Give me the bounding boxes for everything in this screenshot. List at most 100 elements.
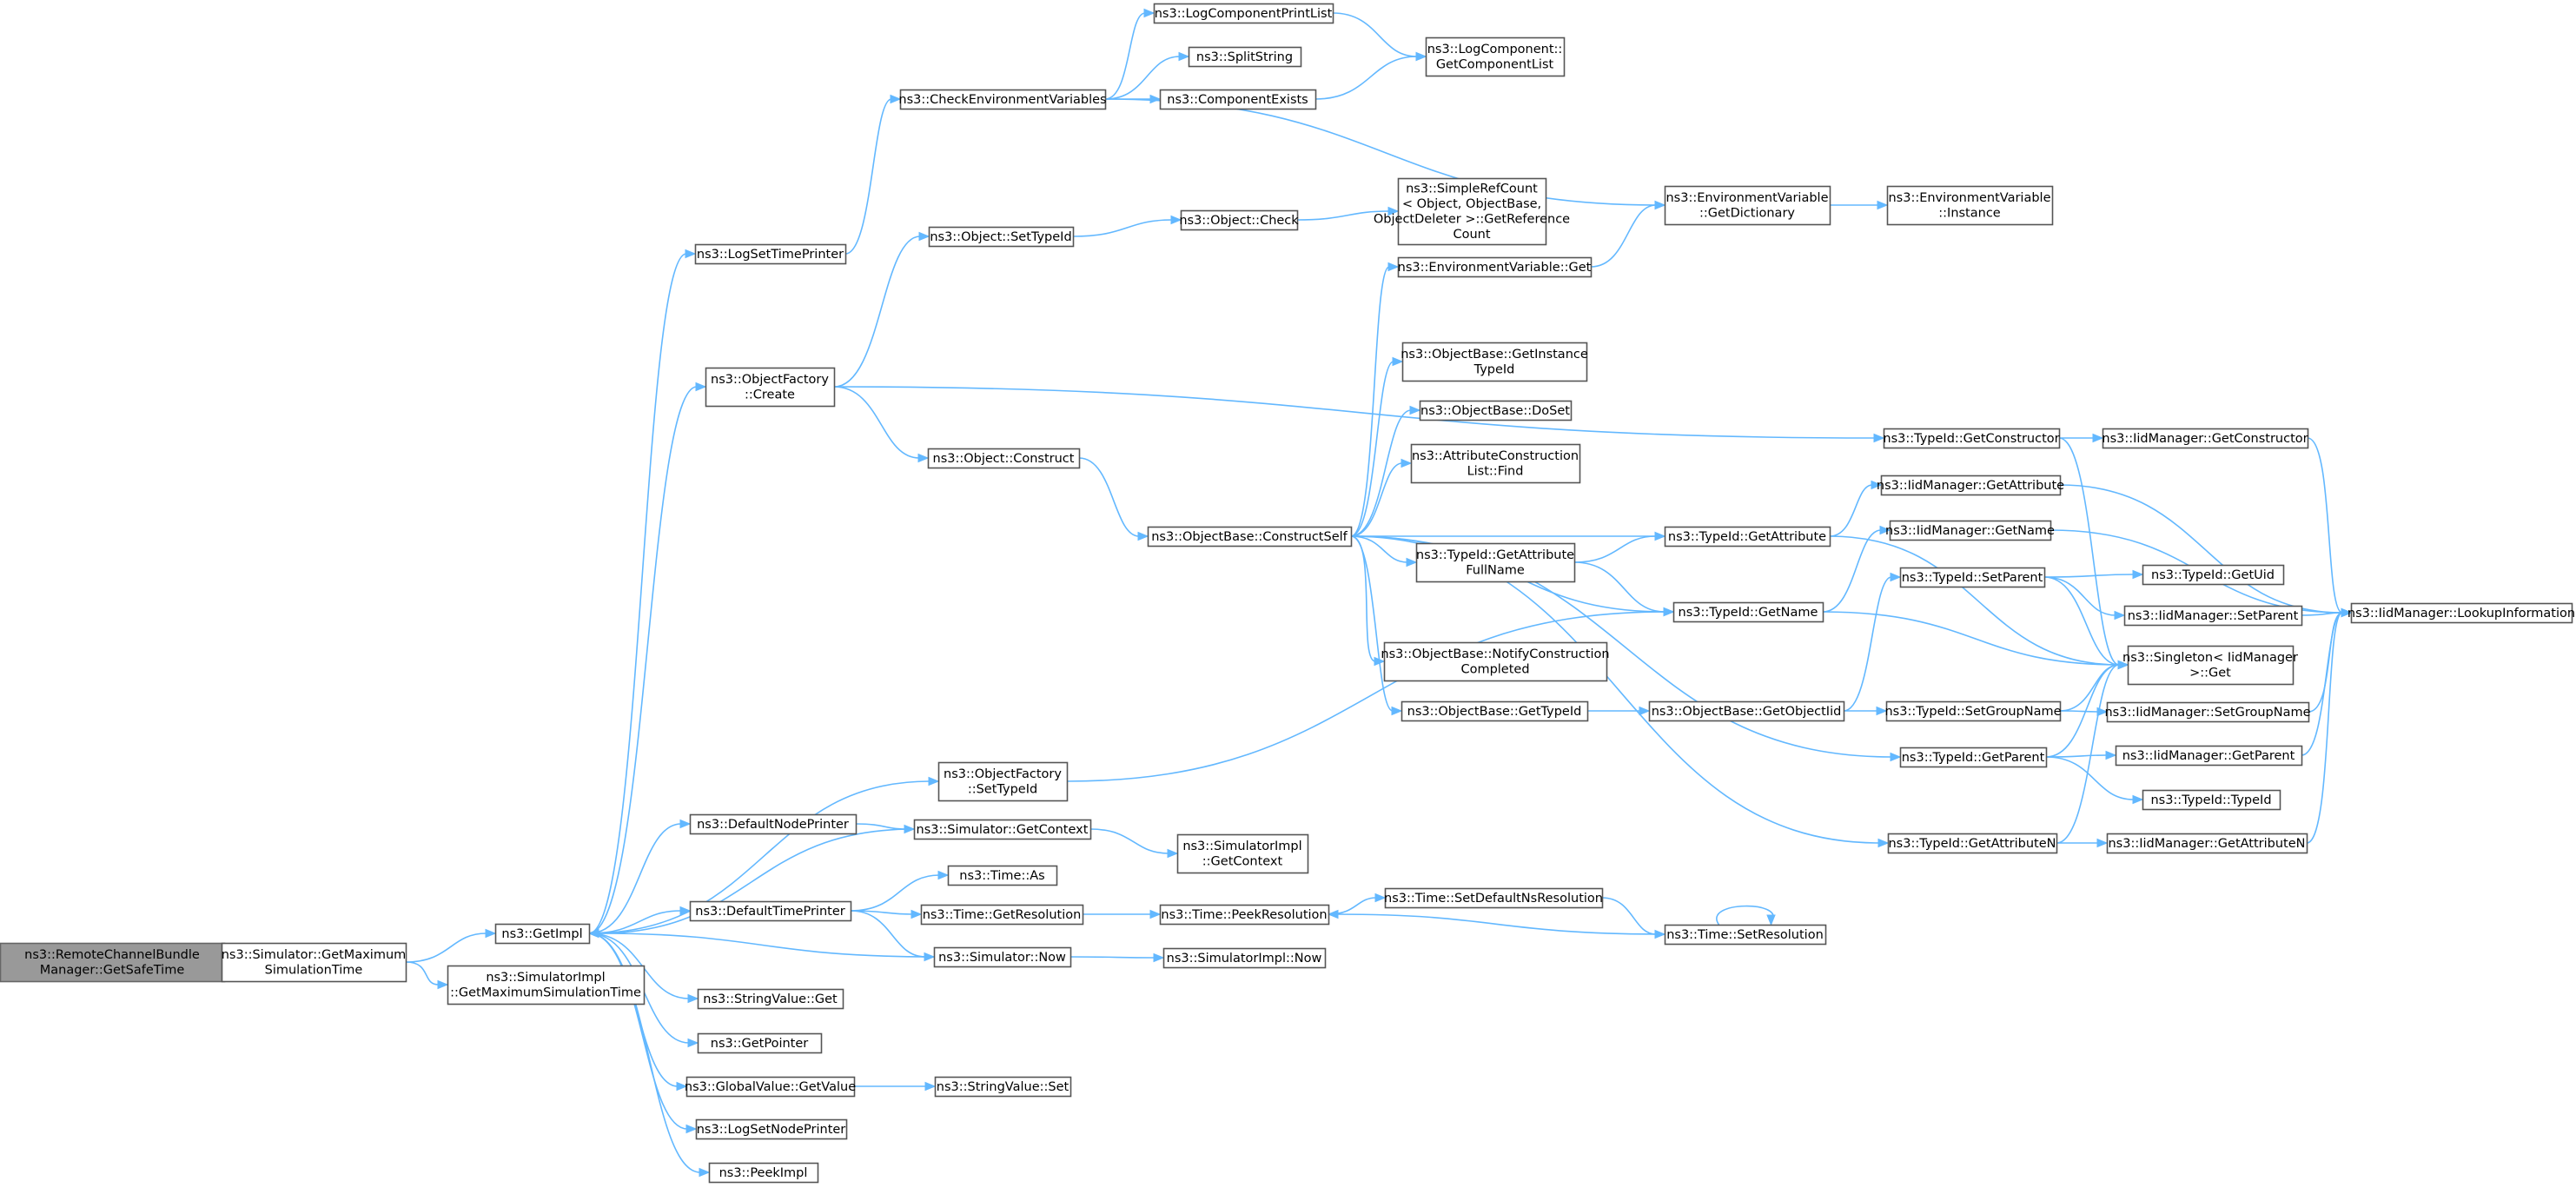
edge-arrowhead <box>917 453 930 463</box>
edge-line <box>1072 219 1173 237</box>
function-node-objBaseDoSet[interactable]: ns3::ObjectBase::DoSet <box>1419 400 1573 421</box>
node-box <box>947 865 1058 886</box>
function-node-objCheck[interactable]: ns3::Object::Check <box>1179 209 1299 231</box>
function-node-iidGetAttributeN[interactable]: ns3::IidManager::GetAttributeN <box>2106 833 2308 854</box>
node-box <box>2123 605 2303 627</box>
function-node-timeGetResolution[interactable]: ns3::Time::GetResolution <box>920 904 1084 926</box>
function-node-typeIdSetGroupName[interactable]: ns3::TypeId::SetGroupName <box>1884 700 2062 722</box>
function-node-objBaseConstructSelf[interactable]: ns3::ObjectBase::ConstructSelf <box>1147 526 1353 548</box>
function-node-componentExists[interactable]: ns3::ComponentExists <box>1159 89 1317 110</box>
edge-typeIdGetConstructor-to-singletonGet <box>2058 437 2129 670</box>
function-node-timeSetResolution[interactable]: ns3::Time::SetResolution <box>1664 924 1827 946</box>
function-node-iidLookupInformation[interactable]: ns3::IidManager::LookupInformation <box>2348 602 2575 624</box>
function-node-iidGetAttribute[interactable]: ns3::IidManager::GetAttribute <box>1877 475 2064 496</box>
function-node-typeIdGetParent[interactable]: ns3::TypeId::GetParent <box>1899 747 2048 768</box>
function-node-logCompGetList[interactable]: ns3::LogComponent::GetComponentList <box>1425 37 1566 77</box>
node-label: ns3::TypeId::GetAttribute <box>1668 530 1826 544</box>
node-box <box>1664 526 1831 548</box>
node-label: ns3::IidManager::GetName <box>1885 524 2055 538</box>
function-node-envVarGet[interactable]: ns3::EnvironmentVariable::Get <box>1398 256 1593 278</box>
function-node-timeAs[interactable]: ns3::Time::As <box>947 865 1058 886</box>
edge-arrowhead <box>1415 51 1427 62</box>
edge-arrowhead <box>437 979 449 990</box>
edge-iidGetAttributeN-to-iidLookupInformation <box>2306 607 2353 844</box>
function-node-simImplNow[interactable]: ns3::SimulatorImpl::Now <box>1162 947 1327 969</box>
edge-line <box>1104 12 1146 100</box>
edge-logSetTimePrinter-to-checkEnv <box>844 94 902 255</box>
edge-arrowhead <box>911 909 923 919</box>
node-label: Manager::GetSafeTime <box>40 964 185 978</box>
edge-arrowhead <box>1871 480 1883 490</box>
function-node-defaultNodePrinter[interactable]: ns3::DefaultNodePrinter <box>689 813 858 835</box>
edge-line <box>588 932 679 1087</box>
function-node-globalValueGetValue[interactable]: ns3::GlobalValue::GetValue <box>685 1076 856 1098</box>
node-box <box>2115 745 2303 767</box>
edge-arrowhead <box>2114 610 2126 621</box>
function-node-simpleRefCount[interactable]: ns3::SimpleRefCount< Object, ObjectBase,… <box>1374 177 1570 246</box>
node-box <box>1664 924 1827 946</box>
function-node-typeIdGetAttributeN[interactable]: ns3::TypeId::GetAttributeN <box>1887 833 2058 854</box>
function-node-objConstruct[interactable]: ns3::Object::Construct <box>927 448 1081 469</box>
edge-objBaseConstructSelf-to-envVarGet <box>1350 262 1400 537</box>
function-node-typeIdGetUid[interactable]: ns3::TypeId::GetUid <box>2142 564 2285 586</box>
function-node-objBaseGetObjectIid[interactable]: ns3::ObjectBase::GetObjectIid <box>1648 700 1845 722</box>
function-node-iidGetConstructor[interactable]: ns3::IidManager::GetConstructor <box>2102 428 2309 449</box>
function-node-typeIdGetConstructor[interactable]: ns3::TypeId::GetConstructor <box>1883 428 2061 449</box>
function-node-typeIdGetName[interactable]: ns3::TypeId::GetName <box>1672 601 1824 623</box>
function-node-iidSetParent[interactable]: ns3::IidManager::SetParent <box>2123 605 2303 627</box>
node-label: ns3::TypeId::TypeId <box>2150 793 2271 807</box>
function-node-iidSetGroupName[interactable]: ns3::IidManager::SetGroupName <box>2104 701 2311 723</box>
edge-line <box>2308 612 2343 713</box>
edge-typeIdSetParent-to-iidSetParent <box>2043 576 2126 621</box>
node-box <box>2106 833 2308 854</box>
function-node-timeSetDefaultNsResolution[interactable]: ns3::Time::SetDefaultNsResolution <box>1384 887 1604 909</box>
function-node-simImplGetMax[interactable]: ns3::SimulatorImpl::GetMaximumSimulation… <box>447 965 646 1005</box>
node-label: ObjectDeleter >::GetReference <box>1374 213 1570 227</box>
edge-arrowhead <box>1387 206 1400 216</box>
function-node-typeIdGetAttribute[interactable]: ns3::TypeId::GetAttribute <box>1664 526 1831 548</box>
function-node-simGetContext[interactable]: ns3::Simulator::GetContext <box>913 819 1092 840</box>
function-node-typeIdTypeId[interactable]: ns3::TypeId::TypeId <box>2142 789 2281 811</box>
function-node-objSetTypeId[interactable]: ns3::Object::SetTypeId <box>928 226 1075 248</box>
function-node-iidGetParent[interactable]: ns3::IidManager::GetParent <box>2115 745 2303 767</box>
function-node-iidGetName[interactable]: ns3::IidManager::GetName <box>1885 520 2055 541</box>
function-node-simNow[interactable]: ns3::Simulator::Now <box>933 946 1072 968</box>
function-node-logCompPrintList[interactable]: ns3::LogComponentPrintList <box>1153 3 1334 24</box>
function-node-objBaseNotifyConstructionCompleted[interactable]: ns3::ObjectBase::NotifyConstructionCompl… <box>1381 641 1610 682</box>
edge-line <box>1822 529 1882 613</box>
function-node-stringValueGet[interactable]: ns3::StringValue::Get <box>697 988 844 1010</box>
function-node-splitString[interactable]: ns3::SplitString <box>1188 46 1302 68</box>
function-nodes: ns3::RemoteChannelBundleManager::GetSafe… <box>0 3 2575 1184</box>
node-label: ns3::StringValue::Set <box>937 1080 1069 1094</box>
function-node-logSetTimePrinter[interactable]: ns3::LogSetTimePrinter <box>694 243 847 265</box>
node-box <box>221 942 407 983</box>
node-box <box>689 900 852 922</box>
function-node-checkEnv[interactable]: ns3::CheckEnvironmentVariables <box>898 89 1107 110</box>
node-label: ns3::TypeId::GetAttribute <box>1416 548 1574 562</box>
node-label: ns3::GlobalValue::GetValue <box>685 1080 856 1094</box>
node-label: ns3::TypeId::SetGroupName <box>1884 705 2061 719</box>
function-node-simGetMax[interactable]: ns3::Simulator::GetMaximumSimulationTime <box>221 942 407 983</box>
function-node-getPointer[interactable]: ns3::GetPointer <box>697 1032 823 1054</box>
function-node-singletonGet[interactable]: ns3::Singleton< IidManager>::Get <box>2122 645 2298 686</box>
node-box <box>1883 428 2061 449</box>
function-node-defaultTimePrinter[interactable]: ns3::DefaultTimePrinter <box>689 900 852 922</box>
function-node-envVarInstance[interactable]: ns3::EnvironmentVariable::Instance <box>1886 185 2054 226</box>
function-node-logSetNodePrinter[interactable]: ns3::LogSetNodePrinter <box>695 1118 848 1140</box>
function-node-peekImpl[interactable]: ns3::PeekImpl <box>708 1162 819 1184</box>
edge-objBaseGetObjectIid-to-typeIdSetGroupName <box>1844 706 1888 716</box>
function-node-envVarGetDict[interactable]: ns3::EnvironmentVariable::GetDictionary <box>1664 185 1831 226</box>
function-node-getImpl[interactable]: ns3::GetImpl <box>494 923 591 945</box>
function-node-objBaseGetTypeId[interactable]: ns3::ObjectBase::GetTypeId <box>1401 700 1589 722</box>
function-node-stringValueSet[interactable]: ns3::StringValue::Set <box>934 1076 1072 1098</box>
function-node-typeIdSetParent[interactable]: ns3::TypeId::SetParent <box>1899 567 2046 588</box>
function-node-objFactorySetTypeId[interactable]: ns3::ObjectFactory::SetTypeId <box>937 761 1069 802</box>
node-label: ns3::Singleton< IidManager <box>2122 651 2298 665</box>
function-node-objFactoryCreate[interactable]: ns3::ObjectFactory::Create <box>705 367 836 408</box>
function-node-simImplGetContext[interactable]: ns3::SimulatorImpl::GetContext <box>1176 833 1309 874</box>
edge-arrowhead <box>2092 433 2104 443</box>
function-node-timePeekResolution[interactable]: ns3::Time::PeekResolution <box>1159 904 1330 926</box>
